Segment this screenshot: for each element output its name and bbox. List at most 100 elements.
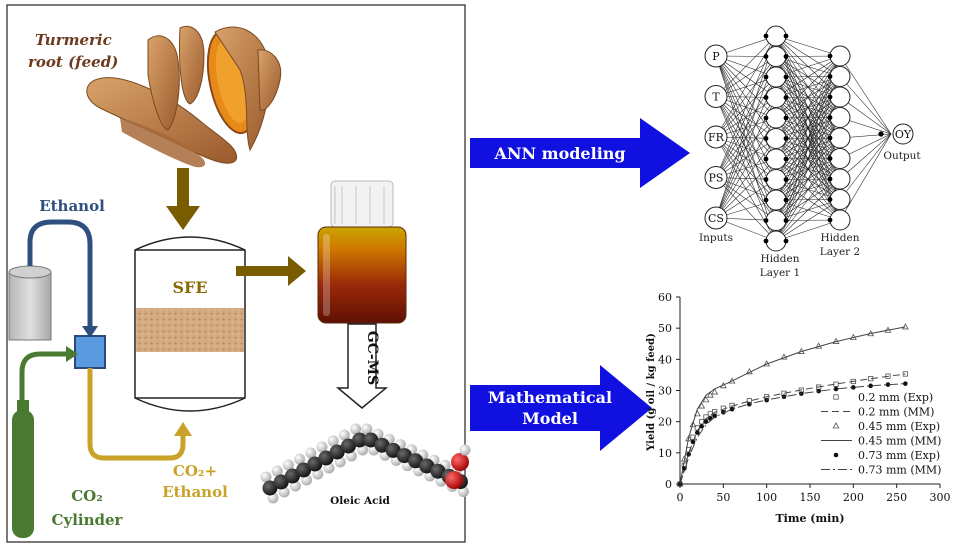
ann-edge-hidden1-hidden2 [775,55,841,221]
chart-data-point [711,388,719,395]
ann-bias-dot [878,131,884,137]
ethanol-flow-arrowhead [82,326,98,338]
ann-input-node [704,85,728,108]
hydrogen-atom [361,423,373,435]
ann-bias-dot [763,33,769,39]
ann-output-caption: Output [883,150,921,162]
carbon-atom [318,450,334,466]
chart-data-point [685,434,693,442]
ann-connections [715,35,892,242]
ann-bias-dot [783,177,789,182]
carbon-atom [296,462,312,478]
ann-edge-input-hidden1 [715,56,777,97]
gcms-arrow [335,323,389,409]
ann-bias-dot [827,74,833,79]
mixed-feed-line [87,368,186,461]
sfe-label: SFE [172,278,207,297]
chart-data-point [885,382,891,387]
ann-edge-hidden1-hidden2 [775,158,841,242]
chart-data-point [902,371,908,377]
ann-edge-hidden2-output [839,133,892,221]
ann-hidden1-caption-line2: Layer 1 [760,267,800,279]
ann-bias-dot [827,94,833,100]
ann-hidden2-node [829,86,851,108]
chart-data-point [712,413,717,419]
ann-input-label: P [712,50,720,63]
ann-input-label: FR [708,131,725,144]
carbon-atom [340,438,356,454]
ann-bias-dot [763,136,769,141]
ann-edge-input-hidden1 [715,35,777,219]
co2-ethanol-label-line1: CO₂+ [173,462,217,480]
feed-label-line1: Turmeric [35,31,112,49]
legend-entry-label: 0.73 mm (Exp) [858,449,940,462]
ann-edge-hidden1-hidden2 [775,137,841,242]
co2-cylinder [12,400,34,538]
ann-edge-input-hidden1 [715,35,777,138]
chart-ylabel: Yield (g oil / kg feed) [646,333,657,452]
ann-hidden2-node [829,107,851,128]
legend-marker-swatch [833,394,839,400]
feed-label-line2: root (feed) [28,53,118,71]
chart-y-tick-label: 30 [658,385,672,398]
chart-data-point [747,401,752,407]
ann-edge-hidden1-hidden2 [775,35,841,57]
mixed-feed-arrowhead [174,422,192,436]
sfe-output-arrow [236,256,306,286]
ann-bias-dot [827,53,833,59]
chart-x-tick-label: 150 [800,491,821,504]
legend-entry-label: 0.2 mm (Exp) [858,391,933,404]
math-model-arrow [470,365,652,451]
turmeric-root-image [86,25,282,168]
carbon-atom [329,444,345,460]
ann-output-node [892,123,914,145]
ann-edge-hidden1-hidden2 [775,96,841,242]
chart-y-tick-label: 0 [665,478,672,491]
ann-edge-hidden1-hidden2 [775,55,841,201]
chart-y-tick-label: 10 [658,447,672,460]
chart-data-point [708,416,713,421]
ann-bias-dot [763,218,769,223]
hydrogen-atom [260,471,272,483]
carbon-atom [273,474,289,490]
chart-x-tick-label: 0 [677,491,684,504]
ann-hidden2-node [829,45,851,67]
ann-bias-dot [827,115,833,120]
ann-edge-input-hidden1 [715,35,777,97]
chart-legend: 0.2 mm (Exp)0.2 mm (MM)0.45 mm (Exp)0.45… [821,391,941,477]
ann-hidden2-caption-line2: Layer 2 [820,246,860,258]
carbon-atom [385,442,401,458]
chart-data-point [706,391,714,398]
ann-hidden1-node [765,128,787,149]
ann-hidden2-caption-line1: Hidden [821,232,860,244]
ann-edge-hidden1-hidden2 [775,178,841,242]
ann-edge-hidden1-hidden2 [775,55,841,119]
chart-x-tick-label: 50 [716,491,730,504]
ann-edge-hidden2-output [839,76,892,135]
carbon-atom [408,453,424,469]
ann-input-node [704,125,728,149]
ann-bias-dot [783,197,789,203]
chart-data-point [699,424,704,429]
feed-arrow [166,168,200,230]
ann-hidden2-node [829,66,851,87]
chart-data-point [833,386,839,392]
oil-vial-image [317,180,407,324]
hydrogen-atom [294,453,306,465]
ann-edge-hidden1-hidden2 [775,55,841,160]
ann-bias-dot [783,115,789,121]
ann-edge-hidden1-hidden2 [775,55,841,78]
ann-bias-dot [783,95,789,100]
ann-hidden1-node [765,210,787,231]
ann-edge-hidden2-output [839,133,892,180]
ann-bias-dot [763,95,769,100]
chart-xlabel: Time (min) [775,512,844,525]
ann-edge-input-hidden1 [715,117,777,219]
chart-x-tick-label: 250 [886,491,907,504]
ethanol-line [27,219,93,330]
ann-edge-hidden2-output [839,133,892,200]
hydrogen-atom [316,441,328,453]
